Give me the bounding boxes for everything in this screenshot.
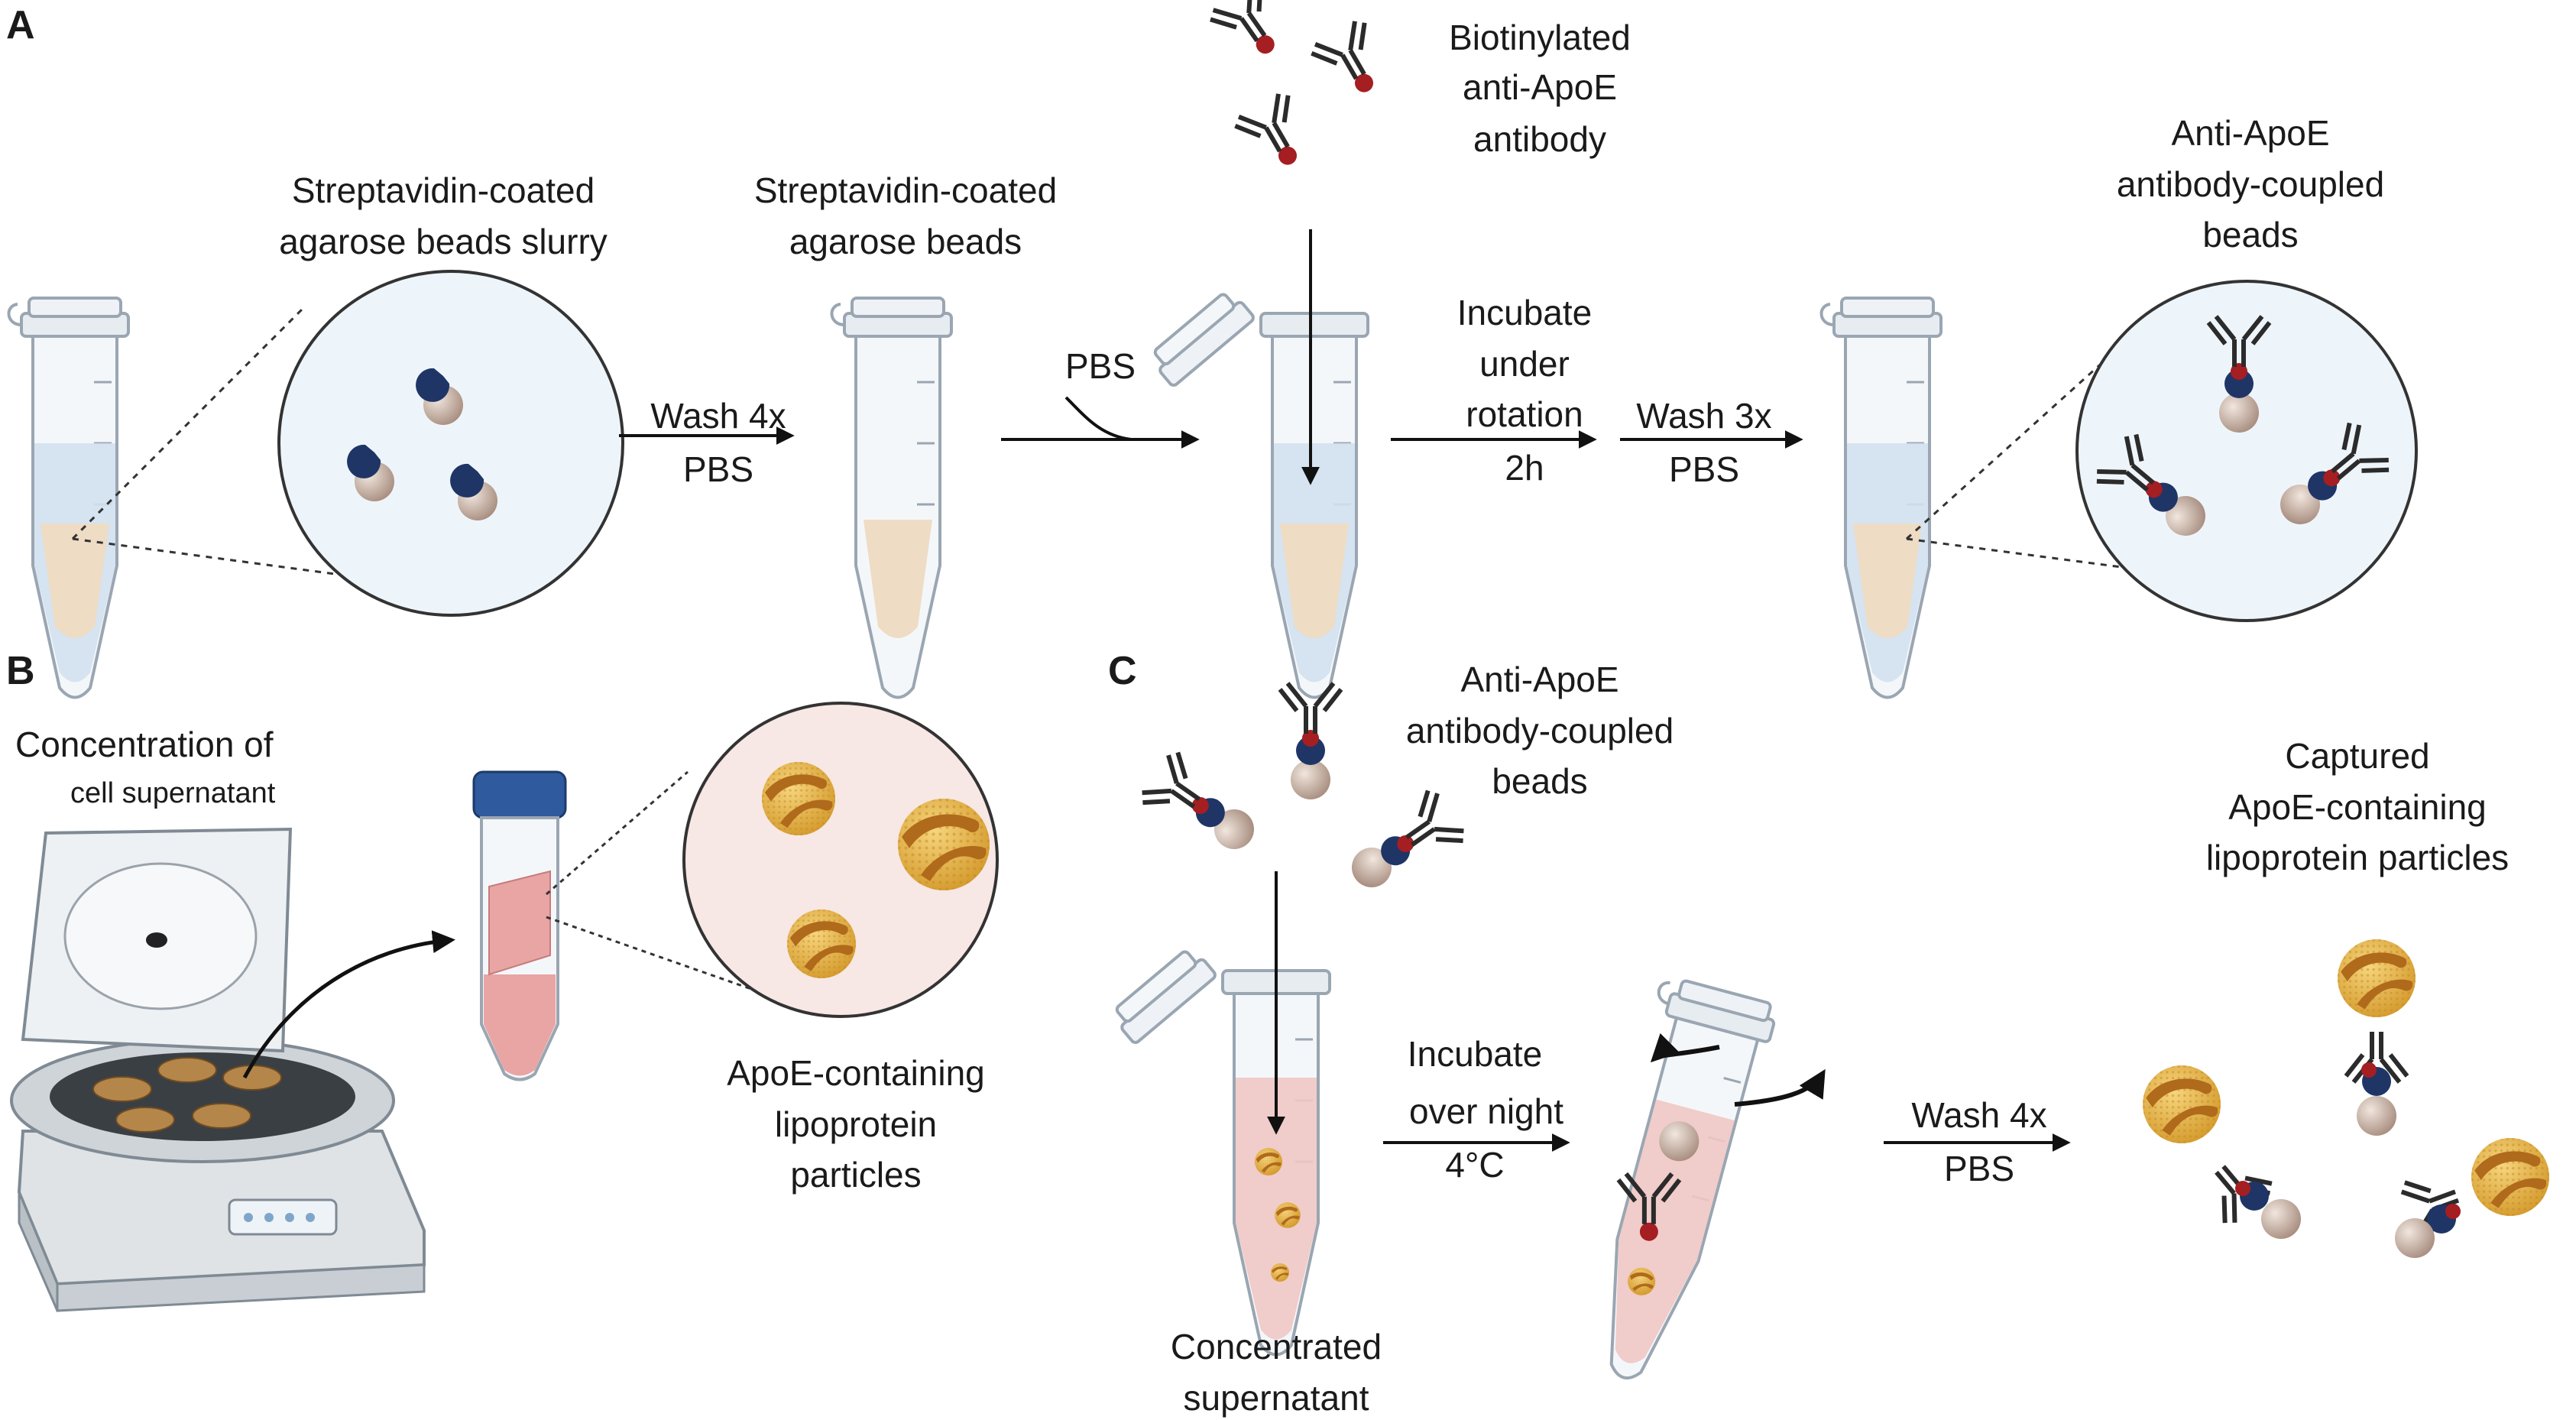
panel-letter-c: C (1108, 649, 1137, 693)
label-antibody-line2: anti-ApoE (1463, 67, 1617, 107)
microtube-icon (830, 297, 953, 699)
label-captured-line3: lipoprotein particles (2206, 838, 2509, 877)
zoom-line (72, 537, 387, 582)
label-antibody-line1: Biotinylated (1449, 18, 1631, 57)
arrow-icon (1734, 1068, 1826, 1107)
microtube-icon (1115, 950, 1331, 1357)
label-captured-line1: Captured (2285, 736, 2429, 776)
label-particles-line2: lipoprotein (775, 1104, 937, 1144)
label-captured-line2: ApoE-containing (2228, 787, 2487, 827)
falcon-tube-icon (472, 770, 567, 1081)
label-wash1-buffer: PBS (683, 449, 753, 489)
label-beads-line1: Streptavidin-coated (754, 170, 1057, 210)
arrow-icon (1064, 396, 1132, 441)
bead-icon (1280, 683, 1341, 799)
lipoprotein-icon (2143, 1065, 2221, 1143)
label-c-incubate-line1: Incubate (1408, 1034, 1542, 1074)
label-beads-line2: agarose beads (789, 222, 1022, 261)
lipoprotein-icon (2471, 1138, 2549, 1216)
label-incubate-line1: Incubate (1457, 293, 1592, 332)
microtube-icon (1819, 297, 1943, 699)
label-c-wash-buffer: PBS (1944, 1149, 2014, 1188)
label-c-incubate-line3: 4°C (1445, 1145, 1504, 1185)
captured-complex (2338, 939, 2416, 1136)
bead-icon (1138, 749, 1268, 866)
microtube-icon (1153, 293, 1369, 699)
bead-icon (1338, 787, 1468, 904)
label-particles-line1: ApoE-containing (727, 1053, 985, 1093)
centrifuge-icon (10, 827, 426, 1312)
zoom-line (546, 916, 765, 995)
label-c-coupled-line1: Anti-ApoE (1460, 660, 1619, 699)
zoom-circle (277, 270, 624, 617)
panel-b: B Concentration of cell supernatant (6, 649, 999, 1312)
label-coupled-line3: beads (2202, 215, 2298, 254)
lipoprotein-icon (2338, 939, 2416, 1017)
zoom-circle (682, 702, 999, 1018)
label-supernatant-line2: supernatant (1184, 1378, 1369, 1418)
label-wash1: Wash 4x (650, 396, 786, 436)
label-c-coupled-line2: antibody-coupled (1406, 711, 1674, 751)
label-coupled-line1: Anti-ApoE (2171, 113, 2329, 153)
label-c-coupled-line3: beads (1492, 761, 1587, 801)
zoom-line (546, 770, 689, 896)
label-concentration: Concentration of (15, 725, 274, 764)
label-wash2-buffer: PBS (1669, 449, 1739, 489)
microtube-icon (1581, 973, 1781, 1390)
zoom-line (71, 308, 303, 540)
label-cell-supernatant: cell supernatant (70, 777, 276, 809)
arrow-icon (1650, 1033, 1720, 1063)
lipoprotein-icon (762, 762, 835, 835)
label-pbs: PBS (1065, 346, 1136, 386)
label-incubate-line4: 2h (1505, 448, 1544, 488)
label-coupled-line2: antibody-coupled (2117, 164, 2384, 204)
bead-icon (2357, 1096, 2396, 1136)
label-particles-line3: particles (790, 1155, 921, 1195)
label-c-incubate-line2: over night (1409, 1091, 1563, 1131)
panel-letter-b: B (6, 649, 35, 693)
label-antibody-line3: antibody (1473, 119, 1606, 159)
label-slurry-line1: Streptavidin-coated (292, 170, 595, 210)
panel-letter-a: A (6, 3, 35, 47)
antibody-icon (1308, 18, 1395, 106)
captured-complex (2143, 1065, 2301, 1239)
label-wash2: Wash 3x (1636, 396, 1771, 436)
microtube-icon (7, 297, 131, 699)
lipoprotein-icon (898, 799, 990, 890)
bead-icon (2395, 1218, 2435, 1258)
antibody-icon (1207, 0, 1295, 70)
label-slurry-line2: agarose beads slurry (279, 222, 608, 261)
label-incubate-line2: under (1479, 344, 1570, 384)
label-supernatant-line1: Concentrated (1171, 1327, 1382, 1367)
arrow-icon (242, 930, 455, 1079)
panel-c: C Anti-ApoE antibody-coupled beads Conce… (1108, 649, 2549, 1418)
bead-icon (2261, 1199, 2301, 1239)
label-incubate-line3: rotation (1466, 394, 1583, 434)
label-c-wash: Wash 4x (1911, 1095, 2046, 1135)
panel-a: A Streptavidin-coated agarose beads slur… (6, 0, 2418, 699)
zoom-circle (2075, 280, 2418, 622)
antibody-icon (1232, 90, 1318, 179)
captured-complex (2395, 1138, 2549, 1258)
lipoprotein-icon (787, 909, 856, 978)
